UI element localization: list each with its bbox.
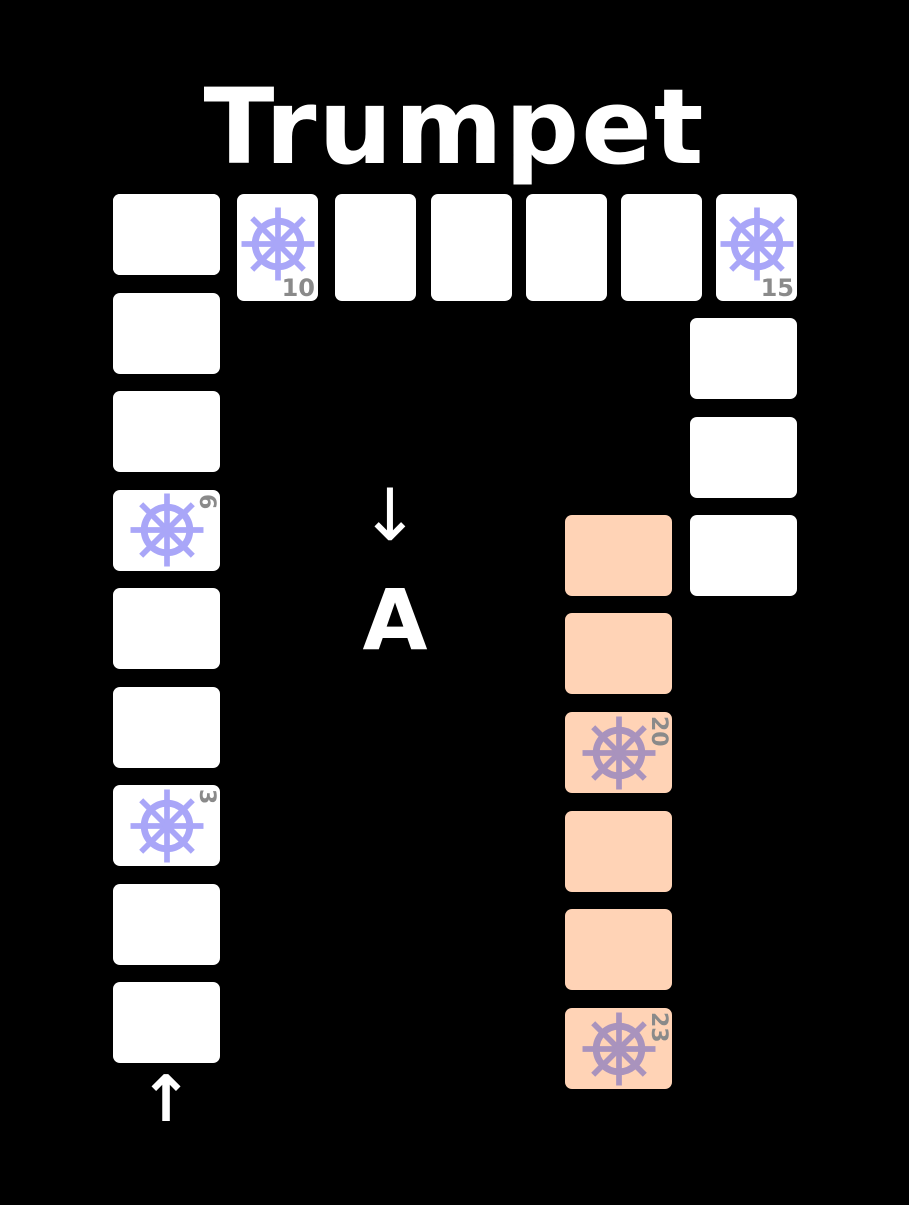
board-cell [113, 194, 220, 275]
board-cell-highlight [565, 515, 672, 596]
cell-number: 3 [194, 789, 219, 805]
board-cell [690, 318, 797, 399]
board-cell [113, 292, 220, 374]
board-cell: 10 [237, 194, 318, 301]
arrow-up-icon: ↑ [139, 1063, 193, 1137]
cell-number: 15 [760, 274, 794, 302]
start-label: A [362, 571, 428, 669]
board-cell [621, 194, 702, 301]
board-cell-highlight: 20 [565, 712, 672, 793]
board-cell [113, 982, 220, 1063]
ship-wheel-icon [130, 789, 204, 862]
ship-wheel-icon [582, 1012, 656, 1085]
board-cell [113, 686, 220, 768]
board-cell-highlight [565, 811, 672, 892]
ship-wheel-icon [720, 207, 793, 281]
board-cell [113, 588, 220, 669]
board-cell [690, 515, 797, 596]
board-cell [431, 194, 512, 301]
cell-number: 10 [281, 274, 315, 302]
board-cell [113, 883, 220, 965]
board-cell [335, 194, 416, 301]
cell-number: 20 [646, 716, 671, 747]
board-cell [690, 417, 797, 498]
ship-wheel-icon [582, 716, 656, 789]
board-cell: 3 [113, 785, 220, 866]
ship-wheel-icon [241, 207, 314, 281]
board-cell-highlight [565, 613, 672, 694]
ship-wheel-icon [130, 493, 204, 567]
board-title: Trumpet [203, 66, 706, 188]
board-cell: 6 [113, 489, 220, 571]
board-cell [526, 194, 607, 301]
board-cell-highlight [565, 909, 672, 990]
cell-number: 23 [646, 1012, 671, 1043]
board-cell [113, 391, 220, 472]
board-cell-highlight: 23 [565, 1008, 672, 1089]
cell-number: 6 [194, 493, 219, 509]
arrow-down-icon: ↓ [359, 473, 421, 557]
board-cell: 15 [716, 194, 797, 301]
